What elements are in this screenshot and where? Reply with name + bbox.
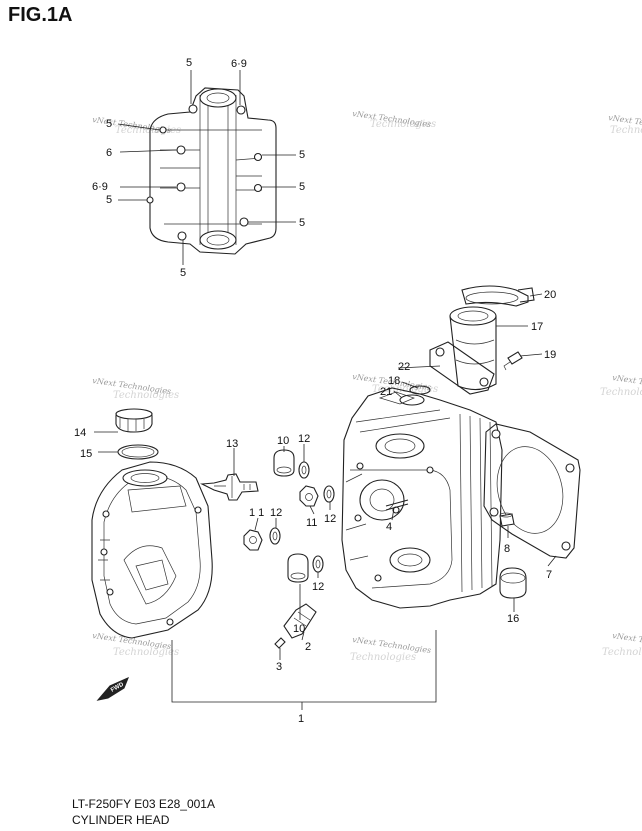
head-cover	[91, 461, 213, 639]
intake-pipe	[429, 306, 497, 395]
fwd-arrow: FWD	[96, 676, 130, 701]
diagram-name: CYLINDER HEAD	[72, 813, 170, 827]
o-ring-18	[409, 385, 431, 395]
callout-6-9: 6·9	[92, 181, 108, 193]
callout-13: 13	[226, 438, 238, 450]
oil-filler-cap	[115, 408, 153, 433]
callout-12: 12	[270, 507, 282, 519]
callout-10: 10	[293, 623, 305, 635]
callout-12: 12	[298, 433, 310, 445]
callout-20: 20	[544, 289, 556, 301]
o-ring	[117, 444, 159, 460]
callout-7: 7	[546, 569, 552, 581]
clamp	[461, 285, 535, 307]
watermark-ghost: Technologies	[115, 125, 181, 136]
washer-12c	[269, 527, 281, 545]
watermark-ghost: Technologies	[113, 390, 179, 401]
watermark-ghost: Technologies	[350, 652, 416, 663]
plug-16	[499, 567, 527, 599]
screw-19	[503, 351, 523, 371]
callout-6: 6	[106, 147, 112, 159]
callout-8: 8	[504, 543, 510, 555]
watermark-ghost: Technologies	[372, 384, 438, 395]
callout-5: 5	[299, 217, 305, 229]
gasket-21	[399, 394, 425, 406]
callout-5: 5	[186, 57, 192, 69]
watermark-ghost: Technologies	[600, 387, 642, 398]
callout-5: 5	[106, 194, 112, 206]
callout-11: 11	[306, 517, 317, 529]
head-top-view	[146, 87, 277, 255]
watermarks: Technologies vNext Technologies Technolo…	[92, 109, 642, 663]
nut-11a	[299, 485, 319, 507]
callout-14: 14	[74, 427, 86, 439]
bracket-1	[171, 630, 437, 710]
callout-10: 10	[277, 435, 289, 447]
callout-5: 5	[299, 181, 305, 193]
top-view-leaders	[117, 70, 296, 265]
main-callouts: 14 15 13 10 12 1 1 12 11 12 4 10 12 2 3 …	[74, 289, 556, 725]
callout-12: 12	[312, 581, 324, 593]
callout-16: 16	[507, 613, 519, 625]
callout-22: 22	[398, 361, 410, 373]
callout-17: 17	[531, 321, 543, 333]
callout-5: 5	[299, 149, 305, 161]
callout-12: 12	[324, 513, 336, 525]
callout-4: 4	[386, 521, 392, 533]
cylinder-head-gasket	[483, 423, 581, 559]
callout-3: 3	[276, 661, 282, 673]
diagram-code: LT-F250FY E03 E28_001A	[72, 797, 215, 811]
figure-title: FIG.1A	[8, 4, 73, 26]
dowel-pin	[499, 512, 515, 527]
callout-19: 19	[544, 349, 556, 361]
nut-11b	[243, 529, 263, 551]
callout-1: 1	[298, 713, 304, 725]
watermark-ghost: Technologies	[602, 647, 642, 658]
washer-12a	[298, 461, 310, 479]
callout-5: 5	[106, 118, 112, 130]
watermark-ghost: Technologies	[370, 119, 436, 130]
cylinder-head	[341, 387, 503, 609]
watermark-ghost: Technologies	[113, 647, 179, 658]
cap-nut-10b	[287, 553, 309, 583]
watermark-ghost: Technologies	[610, 125, 642, 136]
plug-2	[283, 603, 317, 639]
pin-3	[274, 637, 286, 649]
callout-2: 2	[305, 641, 311, 653]
cap-nut-10a	[273, 449, 295, 477]
callout-18: 18	[388, 375, 400, 387]
leaders	[94, 293, 557, 660]
callout-5: 5	[180, 267, 186, 279]
washer-12d	[312, 555, 324, 573]
callout-15: 15	[80, 448, 92, 460]
spark-plug	[199, 473, 259, 501]
washer-12b	[323, 485, 335, 503]
callout-21: 21	[380, 386, 392, 398]
callout-11: 1 1	[249, 507, 264, 519]
stud-bolt	[385, 499, 409, 511]
callout-6-9: 6·9	[231, 58, 247, 70]
top-view-callouts: 5 6·9 5 6 5 6·9 5 5 5 5	[92, 57, 305, 279]
